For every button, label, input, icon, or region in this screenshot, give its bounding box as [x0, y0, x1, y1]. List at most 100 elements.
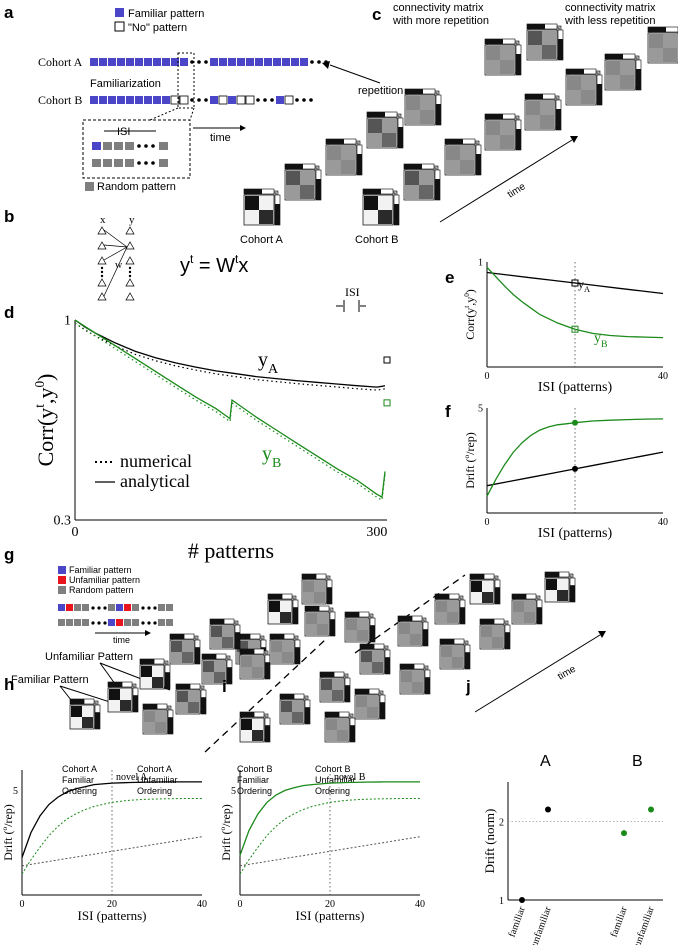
g-caption-line: Cohort A	[137, 764, 172, 774]
matrix-block	[452, 657, 463, 668]
panel-a-label: a	[4, 3, 14, 22]
data-point	[545, 806, 551, 813]
matrix-block	[152, 677, 163, 688]
pattern-square	[282, 58, 290, 66]
matrix-topbar-fill	[236, 634, 251, 639]
matrix-topbar-fill	[270, 634, 285, 639]
matrix-topbar-fill	[140, 659, 155, 664]
matrix-block	[281, 701, 292, 712]
matrix-block	[486, 135, 500, 149]
matrix-block	[327, 146, 341, 160]
connectivity-matrix	[267, 593, 299, 625]
series-line-1	[74, 319, 386, 499]
g-pattern-square	[158, 604, 165, 611]
connectivity-matrix	[209, 618, 241, 650]
matrix-topbar-fill	[143, 704, 158, 709]
pattern-square	[144, 58, 152, 66]
connectivity-matrix	[484, 113, 522, 151]
y-tick-label: 0.3	[54, 514, 72, 529]
matrix-topbar-fill	[302, 574, 317, 579]
matrix-block	[214, 661, 225, 672]
series-line-0	[74, 319, 386, 388]
cohort-a-sequence	[90, 58, 328, 66]
connectivity-matrix	[359, 643, 391, 675]
g-sequence-dot	[141, 621, 145, 625]
matrix-topbar-fill	[320, 672, 335, 677]
connectivity-matrix	[484, 38, 522, 76]
vline-label: novel A	[116, 772, 148, 783]
neuron-triangle	[97, 241, 107, 250]
series-name: y	[258, 349, 268, 371]
cohort-b-label: Cohort B	[38, 93, 82, 107]
matrix-topbar-fill	[512, 594, 527, 599]
matrix-topbar-fill	[545, 572, 560, 577]
legend-familiar-text: Familiar pattern	[128, 8, 204, 20]
g-caption-line: Ordering	[137, 786, 172, 796]
matrix-block	[300, 171, 314, 185]
point-marker	[572, 419, 578, 426]
matrix-topbar-fill	[176, 684, 191, 689]
g-legend-familiar-swatch	[58, 566, 66, 574]
connectivity-matrix	[304, 605, 336, 637]
matrix-block	[337, 719, 348, 730]
matrix-block	[241, 656, 252, 667]
matrix-block	[356, 707, 367, 718]
matrix-block	[606, 75, 620, 89]
less-rep-line1: connectivity matrix	[565, 2, 656, 14]
matrix-topbar-fill	[485, 39, 503, 44]
panel-j-label: j	[465, 677, 471, 696]
connectivity-matrix	[362, 188, 400, 226]
matrix-block	[71, 706, 82, 717]
connectivity-matrix	[69, 698, 101, 730]
input-x-label: x	[100, 214, 106, 226]
matrix-bar-fill	[275, 204, 280, 225]
data-point	[519, 897, 525, 903]
matrix-block	[481, 626, 492, 637]
matrix-block	[155, 711, 166, 722]
isi-label: ISI	[117, 126, 130, 138]
matrix-bar-fill	[227, 667, 232, 684]
matrix-block	[482, 592, 493, 603]
pattern-square	[219, 58, 227, 66]
matrix-bar-fill	[460, 607, 465, 624]
legend-no-text: "No" pattern	[128, 22, 187, 34]
matrix-block	[542, 31, 556, 45]
connectivity-matrix	[469, 573, 501, 605]
g-time-small: time	[113, 635, 130, 645]
g-caption-line: Unfamiliar	[315, 775, 356, 785]
series-label: yB	[262, 443, 281, 471]
series-line-0	[486, 271, 664, 295]
zoom-square	[103, 142, 112, 150]
matrix-block	[460, 160, 474, 174]
matrix-block	[326, 730, 337, 741]
pattern-square	[228, 58, 236, 66]
pattern-square	[90, 96, 98, 104]
connectivity-matrix	[239, 648, 271, 680]
eq-sup1: t	[190, 252, 194, 266]
matrix-block	[513, 612, 524, 623]
matrix-block	[177, 702, 188, 713]
matrix-bar-fill	[327, 587, 332, 604]
sequence-dot	[256, 98, 260, 102]
ellipsis-dot	[100, 266, 104, 270]
matrix-block	[620, 61, 634, 75]
series-subscript: B	[601, 339, 608, 350]
x-tick-label: 40	[658, 517, 668, 528]
zoom-square	[92, 142, 101, 150]
connectivity-matrix	[397, 615, 429, 647]
matrix-block	[364, 196, 378, 210]
matrix-bar-fill	[357, 154, 362, 175]
pattern-square	[153, 96, 161, 104]
pattern-square	[245, 95, 255, 105]
matrix-bar-fill	[636, 69, 641, 90]
matrix-block	[188, 691, 199, 702]
matrix-bar-fill	[537, 607, 542, 624]
matrix-block	[252, 656, 263, 667]
connectivity-matrix	[479, 618, 511, 650]
x-tick-label: 40	[415, 899, 425, 910]
sequence-dot	[190, 98, 194, 102]
x-tick-label: 0	[485, 371, 490, 382]
unfamiliar-pattern-label: Unfamiliar Pattern	[45, 651, 133, 663]
